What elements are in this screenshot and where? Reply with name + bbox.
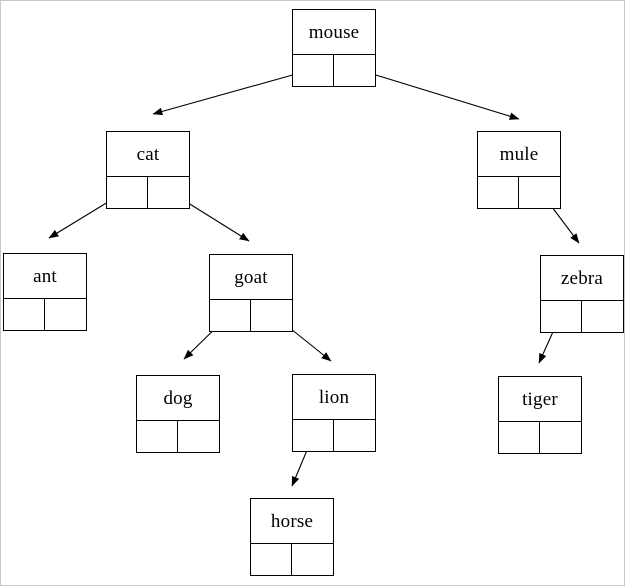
tree-edge-mouse-to-cat — [152, 68, 315, 116]
node-left-pointer — [107, 177, 148, 208]
node-left-pointer — [251, 544, 292, 575]
node-left-pointer — [478, 177, 519, 208]
node-right-pointer — [334, 55, 375, 86]
node-right-pointer — [45, 299, 86, 330]
node-right-pointer — [540, 422, 581, 453]
node-label: zebra — [541, 256, 623, 301]
node-left-pointer — [293, 55, 334, 86]
node-left-pointer — [4, 299, 45, 330]
node-pointer-cells — [478, 177, 560, 208]
node-pointer-cells — [210, 300, 292, 331]
tree-node-zebra[interactable]: zebra — [540, 255, 624, 333]
node-left-pointer — [210, 300, 251, 331]
node-pointer-cells — [251, 544, 333, 575]
node-label: tiger — [499, 377, 581, 422]
node-left-pointer — [293, 420, 334, 451]
node-right-pointer — [519, 177, 560, 208]
tree-node-goat[interactable]: goat — [209, 254, 293, 332]
node-pointer-cells — [137, 421, 219, 452]
node-left-pointer — [137, 421, 178, 452]
node-pointer-cells — [293, 420, 375, 451]
node-label: goat — [210, 255, 292, 300]
tree-edge-mouse-to-mule — [352, 67, 520, 120]
tree-node-dog[interactable]: dog — [136, 375, 220, 453]
node-label: horse — [251, 499, 333, 544]
node-right-pointer — [251, 300, 292, 331]
node-label: ant — [4, 254, 86, 299]
node-left-pointer — [499, 422, 540, 453]
tree-node-lion[interactable]: lion — [292, 374, 376, 452]
node-pointer-cells — [499, 422, 581, 453]
node-right-pointer — [582, 301, 623, 332]
node-right-pointer — [178, 421, 219, 452]
node-pointer-cells — [293, 55, 375, 86]
node-right-pointer — [148, 177, 189, 208]
node-label: lion — [293, 375, 375, 420]
node-label: cat — [107, 132, 189, 177]
node-label: mule — [478, 132, 560, 177]
node-label: dog — [137, 376, 219, 421]
tree-node-mule[interactable]: mule — [477, 131, 561, 209]
node-right-pointer — [334, 420, 375, 451]
node-pointer-cells — [541, 301, 623, 332]
node-label: mouse — [293, 10, 375, 55]
node-pointer-cells — [4, 299, 86, 330]
tree-node-ant[interactable]: ant — [3, 253, 87, 331]
node-pointer-cells — [107, 177, 189, 208]
tree-node-tiger[interactable]: tiger — [498, 376, 582, 454]
node-left-pointer — [541, 301, 582, 332]
tree-node-cat[interactable]: cat — [106, 131, 190, 209]
tree-node-mouse[interactable]: mouse — [292, 9, 376, 87]
tree-node-horse[interactable]: horse — [250, 498, 334, 576]
node-right-pointer — [292, 544, 333, 575]
